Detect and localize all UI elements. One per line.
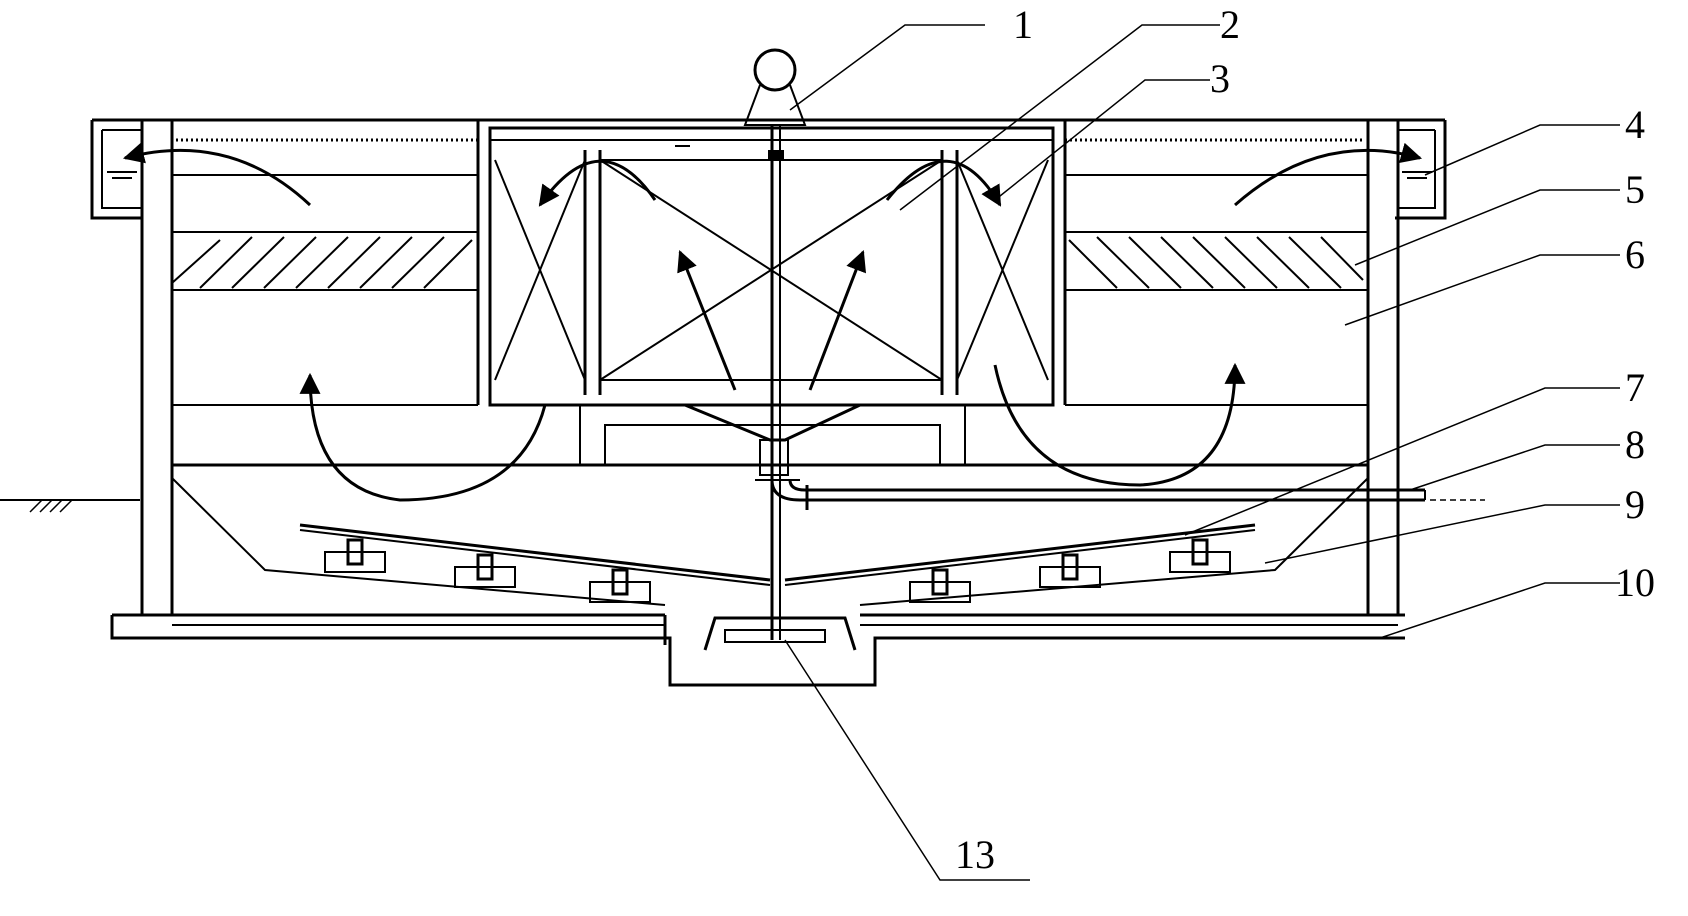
settling-zone-right (1063, 120, 1368, 406)
effluent-launder-left (101, 129, 142, 209)
effluent-launder-right (1398, 129, 1436, 209)
scraper-blades-right (909, 538, 1231, 603)
mixer-motor (743, 48, 807, 126)
flow-arrows (122, 142, 1423, 502)
label-10: 10 (1615, 560, 1655, 605)
sludge-hopper (171, 463, 1369, 606)
shaft-coupling (768, 150, 784, 160)
leader-lines (784, 24, 1620, 881)
label-5: 5 (1625, 167, 1645, 212)
outer-tank-wall (90, 118, 1447, 615)
label-6: 6 (1625, 232, 1645, 277)
guide-cell-right (956, 159, 1049, 381)
scraper-blades-left (324, 538, 651, 603)
ground-surface (0, 499, 140, 513)
label-8: 8 (1625, 422, 1645, 467)
label-7: 7 (1625, 365, 1645, 410)
label-13: 13 (955, 832, 995, 877)
label-3: 3 (1210, 56, 1230, 101)
label-4: 4 (1625, 102, 1645, 147)
label-9: 9 (1625, 482, 1645, 527)
inlet-pipe (755, 479, 1485, 510)
settling-zone-left (172, 120, 480, 406)
label-2: 2 (1220, 2, 1240, 47)
base-slab (110, 613, 1405, 687)
guide-cell-left (494, 159, 586, 381)
inclined-plate-pack-right (1068, 236, 1364, 289)
level-mark-center (665, 139, 700, 147)
inclined-plate-pack-left (171, 236, 473, 289)
label-1: 1 (1013, 2, 1033, 47)
